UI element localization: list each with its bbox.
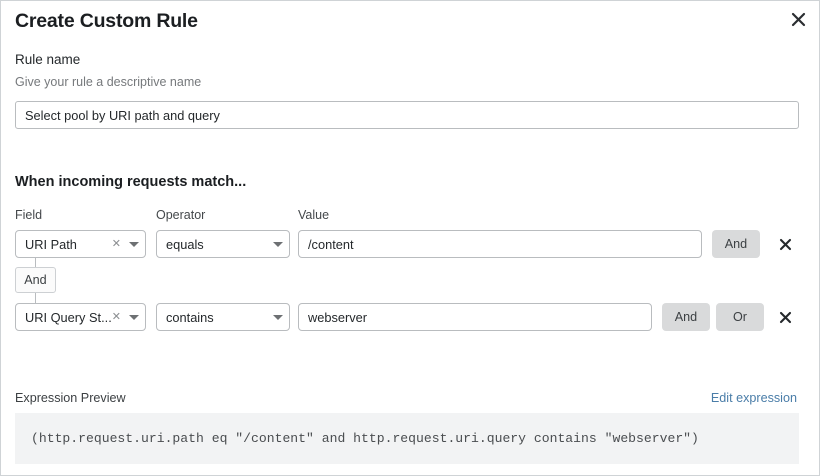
match-section-heading: When incoming requests match... [15,174,247,190]
page-title: Create Custom Rule [15,10,198,32]
field-select[interactable]: URI Query St... ✕ [15,303,146,331]
field-select-value: URI Path [25,236,77,252]
value-input[interactable] [298,230,702,258]
expression-preview-code: (http.request.uri.path eq "/content" and… [15,413,799,464]
condition-row: URI Query St... ✕ contains And Or [1,303,819,331]
group-connector-line-top [35,258,36,267]
operator-select-value: contains [166,309,214,325]
chevron-down-icon [273,314,283,320]
column-header-field: Field [15,208,43,222]
clear-icon[interactable]: ✕ [111,310,121,323]
or-button[interactable]: Or [716,303,764,331]
chevron-down-icon [273,241,283,247]
and-button[interactable]: And [662,303,710,331]
close-icon[interactable] [785,6,811,32]
column-header-value: Value [298,208,330,222]
clear-icon[interactable]: ✕ [111,237,121,250]
rule-name-input[interactable] [15,101,799,129]
delete-condition-button[interactable] [774,231,796,257]
chevron-down-icon [129,241,139,247]
close-icon [779,238,791,250]
chevron-down-icon [129,314,139,320]
close-icon-glyph [791,12,805,26]
value-input[interactable] [298,303,652,331]
operator-select[interactable]: equals [156,230,290,258]
group-connector-line-bottom [35,293,36,303]
rule-name-description: Give your rule a descriptive name [15,75,202,89]
delete-condition-button[interactable] [774,304,796,330]
edit-expression-link[interactable]: Edit expression [710,391,797,405]
condition-row: URI Path ✕ equals And [1,230,819,258]
operator-select-value: equals [166,236,204,252]
column-header-operator: Operator [156,208,206,222]
group-logic-chip[interactable]: And [15,267,56,293]
rule-name-label: Rule name [15,52,81,67]
expression-preview-label: Expression Preview [15,391,126,405]
and-button[interactable]: And [712,230,760,258]
field-select-value: URI Query St... [25,309,112,325]
close-icon [779,311,791,323]
field-select[interactable]: URI Path ✕ [15,230,146,258]
operator-select[interactable]: contains [156,303,290,331]
